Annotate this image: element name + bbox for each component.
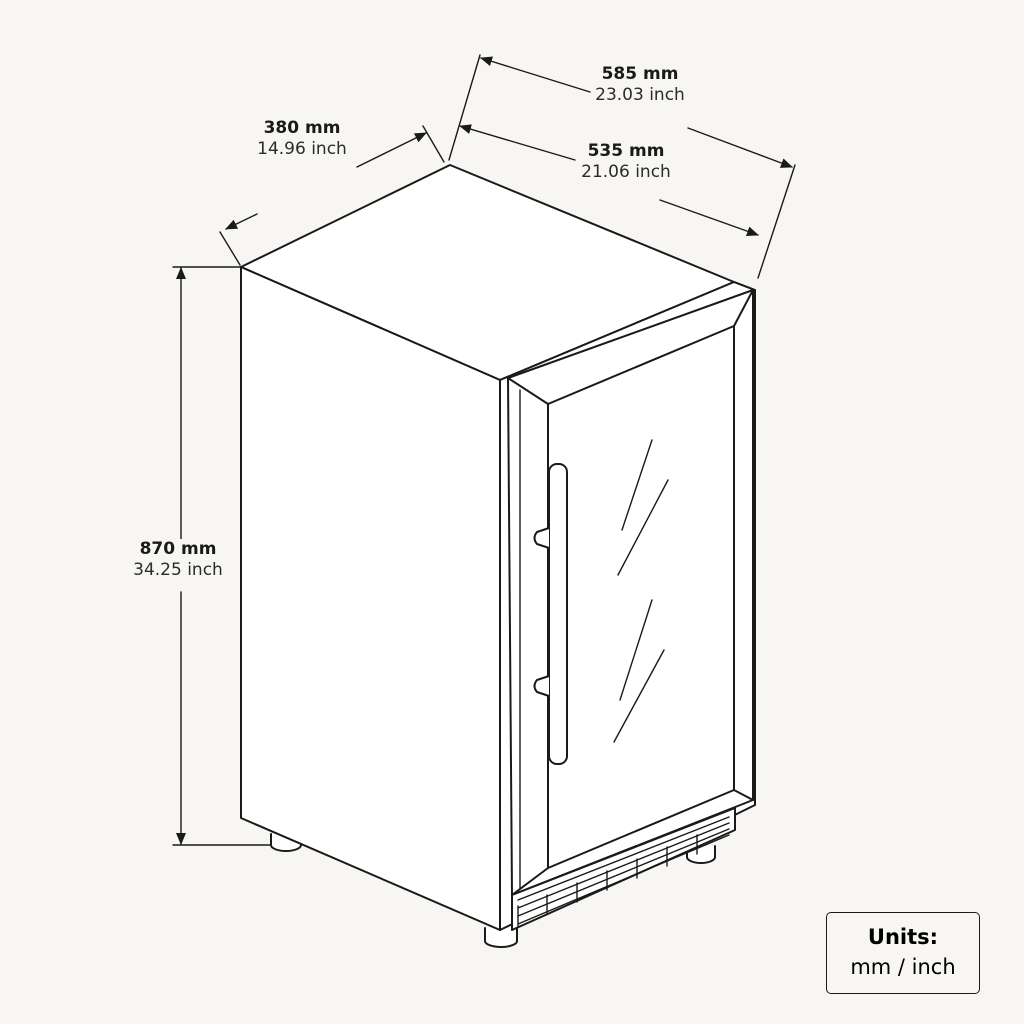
dimension-lines xyxy=(172,54,796,846)
width-mm: 380 mm xyxy=(263,118,341,138)
units-legend-box: Units: mm / inch xyxy=(826,912,980,994)
door xyxy=(507,289,754,896)
height-label: 870 mm 34.25 inch xyxy=(116,539,240,582)
width-label: 380 mm 14.96 inch xyxy=(242,118,362,161)
width-inch: 14.96 inch xyxy=(257,139,347,160)
height-inch: 34.25 inch xyxy=(133,560,223,581)
depth-inner-mm: 535 mm xyxy=(587,141,665,161)
depth-outer-inch: 23.03 inch xyxy=(595,85,685,106)
depth-outer-mm: 585 mm xyxy=(601,64,679,84)
door-handle xyxy=(533,463,568,765)
glass-reflections xyxy=(613,439,669,743)
depth-outer-label: 585 mm 23.03 inch xyxy=(580,64,700,107)
depth-inner-inch: 21.06 inch xyxy=(581,162,671,183)
units-title: Units: xyxy=(867,925,939,949)
height-mm: 870 mm xyxy=(139,539,217,559)
units-value: mm / inch xyxy=(850,955,956,979)
vent-grille xyxy=(511,807,736,931)
depth-inner-label: 535 mm 21.06 inch xyxy=(566,141,686,184)
